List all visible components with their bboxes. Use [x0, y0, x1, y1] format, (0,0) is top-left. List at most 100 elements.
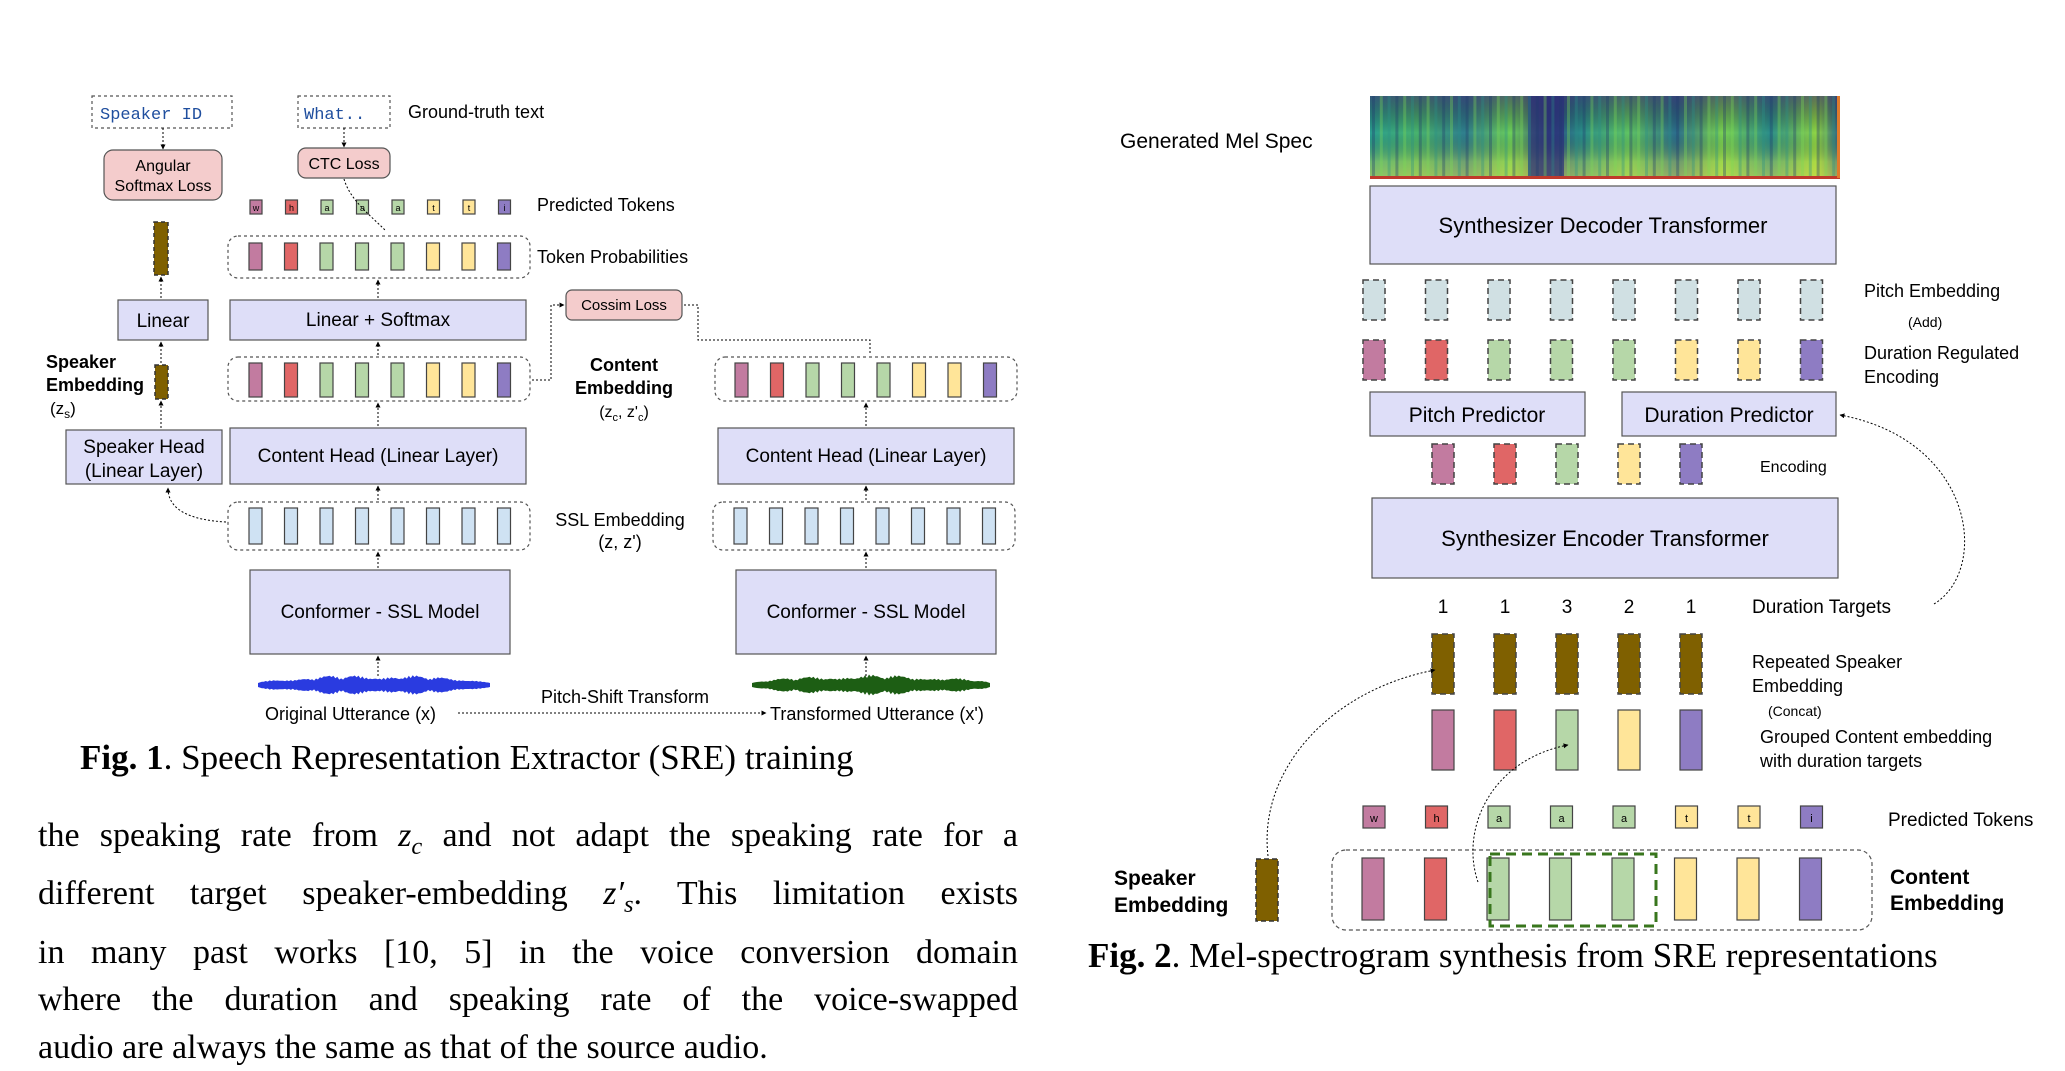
- repeated-speaker-bar: [1679, 633, 1703, 695]
- content-head-left-box: [229, 427, 527, 485]
- token-prob-bar: [354, 242, 370, 271]
- predicted-token: [1612, 805, 1636, 829]
- conformer-right-box: [735, 569, 997, 655]
- mel-stripe: [1395, 96, 1399, 176]
- grouped-content-bar: [1555, 709, 1579, 771]
- content-emb-bar: [805, 362, 820, 398]
- mel-stripe: [1785, 96, 1789, 176]
- dur-reg-bar: [1487, 339, 1511, 381]
- duration-target-value: 2: [1624, 597, 1635, 618]
- predicted-token-letter: w: [1369, 813, 1378, 825]
- ssl-emb-bar: [910, 507, 926, 545]
- ctc-loss-text: CTC Loss: [308, 156, 379, 173]
- mel-stripe: [1606, 96, 1609, 176]
- mel-stripe: [1660, 96, 1664, 176]
- content-emb-bar: [1548, 857, 1573, 921]
- concat-label: (Concat): [1768, 703, 1822, 719]
- mel-stripe: [1746, 96, 1750, 176]
- mel-stripe: [1598, 96, 1602, 176]
- angular-softmax-loss-box: [103, 149, 223, 201]
- dur-reg-bar: [1549, 339, 1574, 381]
- predicted-token: [1737, 805, 1761, 829]
- ssl-emb-bar: [425, 507, 441, 545]
- mel-stripe: [1754, 96, 1758, 176]
- fig1-speaker-emb-sym: (zs): [50, 399, 76, 421]
- grouped-content-bar: [1617, 709, 1641, 771]
- fig2-content-label1: Content: [1890, 866, 1969, 889]
- predicted-token-letter: a: [1558, 813, 1565, 825]
- content-emb-container-left: [227, 356, 531, 402]
- predicted-token: [426, 199, 441, 215]
- token-prob-bar: [319, 242, 334, 271]
- token-prob-container: [227, 235, 531, 279]
- predicted-token-letter: i: [1810, 813, 1812, 825]
- figure-1: Speaker ID What.. Ground-truth text Angu…: [46, 95, 1018, 724]
- pitch-emb-bar: [1674, 279, 1699, 321]
- predicted-token-letter: t: [432, 203, 435, 213]
- content-emb-label1: Content: [590, 355, 658, 375]
- predicted-token: [320, 199, 334, 215]
- mel-stripe: [1762, 96, 1765, 176]
- content-emb-bar: [1798, 857, 1823, 921]
- content-emb-bar: [1611, 857, 1635, 921]
- mel-stripe: [1637, 96, 1641, 176]
- duration-regulated-label1: Duration Regulated: [1864, 343, 2019, 363]
- fig1-predicted-tokens-label: Predicted Tokens: [537, 195, 675, 215]
- ssl-emb-bar: [839, 507, 855, 545]
- encoding-bar: [1617, 443, 1641, 485]
- what-text: What..: [304, 106, 365, 125]
- duration-predictor-box: [1621, 391, 1837, 437]
- content-emb-bar: [1486, 857, 1510, 921]
- ssl-container-left: [227, 501, 531, 551]
- content-emb-bar: [319, 362, 334, 398]
- mel-stripe: [1707, 96, 1711, 176]
- token-prob-bar: [425, 242, 441, 271]
- content-emb-sym: (zc, z'c): [599, 404, 649, 424]
- mel-stripe: [1738, 96, 1742, 176]
- repeated-speaker-bar: [1617, 633, 1641, 695]
- pitch-emb-bar: [1487, 279, 1511, 321]
- ssl-emb-bar: [319, 507, 334, 545]
- decoder-box: [1369, 185, 1837, 265]
- mel-stripe: [1715, 96, 1719, 176]
- fig2-speaker-label2: Embedding: [1114, 894, 1228, 917]
- ssl-emb-bar: [390, 507, 405, 545]
- mel-stripe: [1613, 96, 1617, 176]
- encoder-text: Synthesizer Encoder Transformer: [1441, 526, 1769, 551]
- ssl-emb-bar: [248, 507, 263, 545]
- mel-stripe: [1730, 96, 1734, 176]
- mel-stripe: [1652, 96, 1656, 176]
- predicted-token-letter: h: [1433, 813, 1439, 825]
- predicted-token: [1487, 805, 1511, 829]
- fig1-speaker-emb-label1: Speaker: [46, 352, 116, 372]
- mel-stripe: [1668, 96, 1672, 176]
- grouped-content-bar: [1679, 709, 1703, 771]
- predicted-token-letter: a: [324, 203, 329, 213]
- mel-stripe: [1691, 96, 1695, 176]
- mel-stripe: [1387, 96, 1391, 176]
- figure-2: Generated Mel Spec Synthesizer Decoder T…: [1114, 96, 2033, 931]
- mel-stripe: [1426, 96, 1430, 176]
- predicted-token-letter: w: [252, 203, 260, 213]
- mel-stripe: [1769, 96, 1773, 176]
- content-head-right-box: [717, 427, 1015, 485]
- content-emb-bar: [1736, 857, 1760, 921]
- encoding-bar: [1679, 443, 1703, 485]
- content-emb-bar: [769, 362, 785, 398]
- repeated-speaker-bar: [1431, 633, 1455, 695]
- content-emb-bar: [354, 362, 370, 398]
- cossim-loss-box: [565, 289, 683, 321]
- ssl-emb-bar: [496, 507, 512, 545]
- linear-softmax-text: Linear + Softmax: [306, 310, 451, 331]
- repeated-speaker-bar: [1493, 633, 1517, 695]
- conformer-right-text: Conformer - SSL Model: [767, 602, 966, 623]
- encoding-bars: [1431, 443, 1703, 485]
- linear-box: [117, 299, 209, 341]
- content-emb-label2: Embedding: [575, 378, 673, 398]
- speaker-to-repeated-arrow: [1266, 668, 1436, 857]
- fig1-caption: Fig. 1. Speech Representation Extractor …: [80, 738, 854, 777]
- content-head-right-text: Content Head (Linear Layer): [746, 446, 987, 467]
- mel-stripe: [1808, 96, 1812, 176]
- duration-target-value: 1: [1686, 597, 1697, 618]
